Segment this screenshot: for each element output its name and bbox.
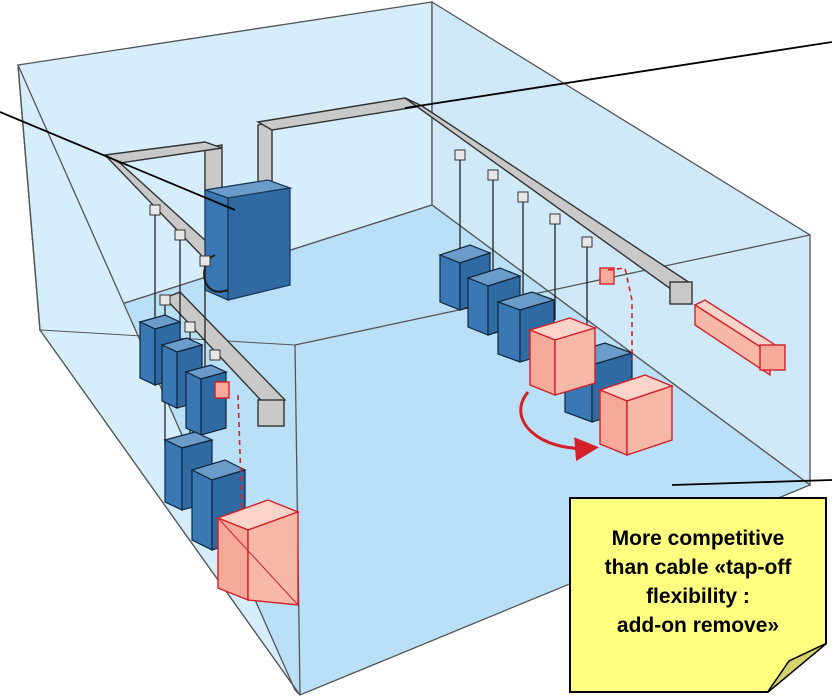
distribution-cabinet — [203, 179, 293, 301]
note-line-4: add-on remove» — [616, 614, 780, 637]
tapoff-box-added-left — [216, 499, 300, 606]
busbar-riser-left — [204, 144, 223, 193]
busbar-section-added — [693, 299, 786, 377]
note-line-3: flexibility : — [646, 585, 750, 608]
rotate-arrow — [519, 391, 599, 462]
tapoff-box — [184, 364, 228, 436]
page-curl-icon — [767, 643, 827, 693]
tapoff-plug-added-left — [214, 381, 230, 399]
busbar-end-cap-short — [257, 399, 285, 427]
note-line-1: More competitive — [611, 527, 785, 550]
tapoff-boxes-relocated — [214, 267, 786, 606]
tapoff-plug-added-right — [599, 267, 615, 285]
busbar-end-cap-right — [669, 281, 693, 305]
tapoff-box-added-right — [527, 317, 598, 397]
callout-note: More competitive than cable «tap-off fle… — [569, 497, 827, 693]
move-indicators — [237, 267, 633, 513]
note-line-2: than cable «tap-off — [604, 556, 792, 579]
room-front-top-edge — [294, 234, 811, 346]
move-dashed-left — [237, 394, 243, 513]
leader-lines — [0, 41, 832, 486]
tapoff-box-moved — [597, 374, 675, 457]
room-front-edge — [17, 64, 41, 331]
